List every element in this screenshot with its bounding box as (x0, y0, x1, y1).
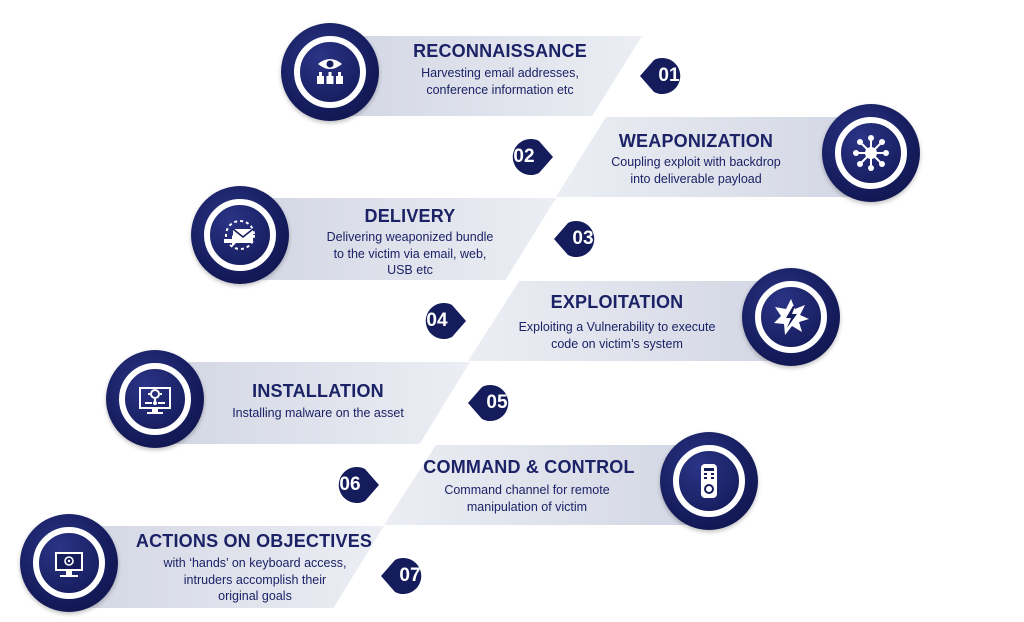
step-title-04: EXPLOITATION (550, 292, 684, 312)
step-number-03: 03 (572, 228, 594, 249)
step-badge-03 (191, 186, 289, 284)
step-title-01: RECONNAISSANCE (413, 41, 587, 61)
step-title-05: INSTALLATION (252, 381, 384, 401)
step-badge-06 (660, 432, 758, 530)
remote-control-icon (701, 464, 717, 498)
step-number-05: 05 (486, 392, 508, 413)
step-number-marker-01: 01 (640, 56, 688, 96)
step-number-marker-07: 07 (381, 556, 429, 596)
monitor-settings-icon (139, 387, 171, 414)
step-number-06: 06 (339, 474, 361, 495)
step-title-07: ACTIONS ON OBJECTIVES (135, 531, 373, 551)
step-badge-02 (822, 104, 920, 202)
step-number-07: 07 (399, 565, 421, 586)
step-badge-05 (106, 350, 204, 448)
step-band-04 (468, 281, 788, 361)
step-desc-05: Installing malware on the asset (232, 406, 404, 420)
step-title-03: DELIVERY (364, 206, 456, 226)
step-band-05 (155, 362, 470, 444)
step-number-04: 04 (426, 310, 448, 331)
step-number-marker-06: 06 (331, 465, 379, 505)
step-desc-01: Harvesting email addresses,conference in… (421, 66, 579, 97)
step-band-01 (330, 36, 642, 116)
email-delivery-icon (224, 220, 255, 250)
lightning-burst-icon (774, 299, 809, 335)
step-number-marker-03: 03 (554, 219, 602, 259)
step-band-03 (240, 198, 556, 280)
eye-surveillance-icon (317, 59, 343, 84)
step-badge-04 (742, 268, 840, 366)
step-title-06: COMMAND & CONTROL (423, 457, 635, 477)
step-band-07 (68, 526, 384, 608)
target-monitor-icon (55, 552, 83, 577)
step-badge-01 (281, 23, 379, 121)
network-hub-icon (853, 135, 889, 171)
step-number-marker-04: 04 (418, 301, 466, 341)
step-desc-07: with ‘hands’ on keyboard access,intruder… (163, 556, 347, 603)
step-band-06 (384, 445, 708, 525)
step-badge-07 (20, 514, 118, 612)
step-title-02: WEAPONIZATION (618, 131, 774, 151)
step-number-01: 01 (658, 65, 680, 86)
step-number-marker-05: 05 (468, 383, 516, 423)
step-number-02: 02 (513, 146, 535, 167)
step-number-marker-02: 02 (505, 137, 553, 177)
step-band-02 (556, 117, 868, 197)
